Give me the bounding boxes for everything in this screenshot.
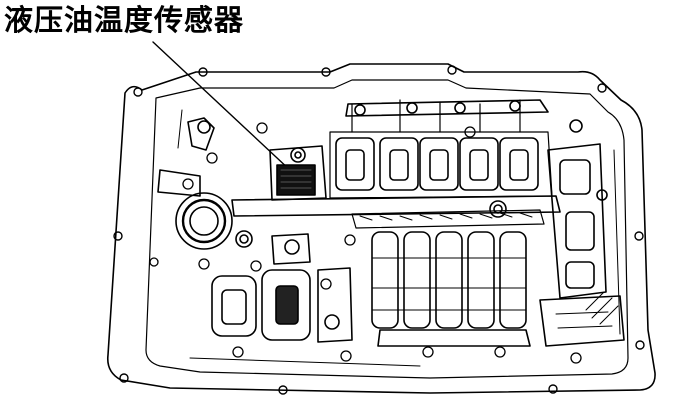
lower-valve-spools: [371, 231, 531, 347]
housing-outline: [106, 63, 656, 394]
callout-leader-line: [152, 41, 292, 172]
sensor-callout-label: 液压油温度传感器: [4, 3, 245, 37]
perimeter-bolts: [113, 65, 645, 395]
right-side-block: [539, 119, 625, 347]
body-bolts: [149, 122, 582, 364]
housing-inner-step: [177, 109, 621, 367]
upper-solenoid-row: [329, 99, 553, 199]
lower-left-solenoids: [211, 233, 353, 343]
left-fitting: [157, 117, 233, 250]
mid-frame: [231, 195, 561, 248]
housing-inner-rim: [145, 79, 629, 379]
hydraulic-oil-temperature-sensor: [269, 145, 327, 201]
hatch-lines: [585, 291, 619, 325]
